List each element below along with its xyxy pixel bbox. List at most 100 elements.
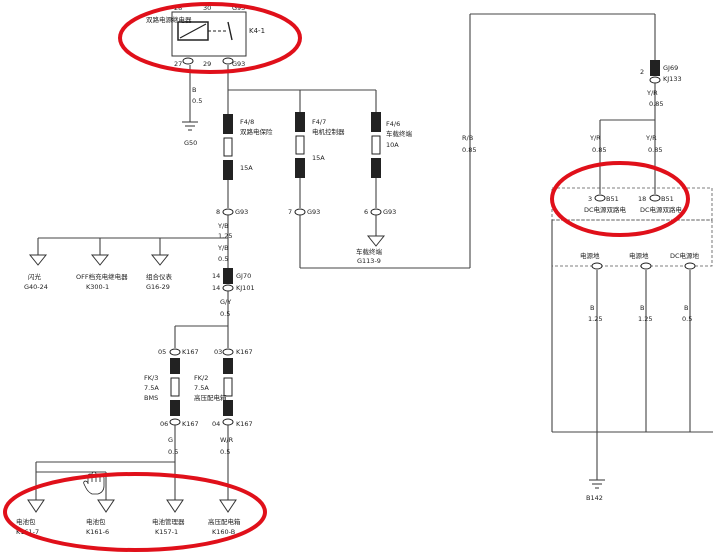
branch-0-id: G40-24 xyxy=(24,283,48,291)
k167-left-bot-pin: 06 xyxy=(160,420,168,428)
wire-yb2-size: 0.5 xyxy=(218,255,228,263)
fk2-id: FK/2 xyxy=(194,374,208,382)
gj69-pin: 2 xyxy=(640,68,644,76)
load-2-name: 电池管理器 xyxy=(152,517,185,526)
wire-gy-size: 0.5 xyxy=(220,310,230,318)
connector-gj70: 14 14 GJ70 KJ101 xyxy=(212,268,255,292)
gj70-conn-top: GJ70 xyxy=(236,272,251,280)
k167-left-top-pin: 05 xyxy=(158,348,166,356)
fuse-f4-6-pin: 6 xyxy=(364,208,368,216)
ground-power-2: 电源地 B 1.25 xyxy=(629,251,652,432)
dc-connector-right: 18 B51 DC电源双路电 xyxy=(638,194,683,214)
dc-right-name: DC电源双路电 xyxy=(640,205,683,214)
k167-right-top-conn: K167 xyxy=(236,348,253,356)
branch-0-name: 闪光 xyxy=(28,272,42,281)
wire-rb-size: 0.85 xyxy=(462,146,476,154)
gnd-1-color: B xyxy=(640,304,644,312)
wire-yr-right-color: Y/R xyxy=(645,134,657,142)
dc-right-pin: 18 xyxy=(638,195,646,203)
fuse-f4-6-id: F4/6 xyxy=(386,120,400,128)
connector-gj69: 2 GJ69 KJ133 xyxy=(640,60,682,84)
k167-right-top-pin: 03 xyxy=(214,348,222,356)
branch-1-id: K300-1 xyxy=(86,283,109,291)
ground-power-1: 电源地 B 1.25 xyxy=(580,251,603,480)
fuse-f4-8: F4/8 双路电保险 15A 8 G93 xyxy=(216,90,273,216)
load-0-name: 电池包 xyxy=(16,517,36,526)
branch-load-off-relay: OFF档充电继电器 K300-1 xyxy=(76,238,128,291)
fuse-f4-8-conn: G93 xyxy=(235,208,248,216)
gj69-conn-bot: KJ133 xyxy=(663,75,682,83)
wire-wr-size: 0.5 xyxy=(220,448,230,456)
ground-b142: B142 xyxy=(586,479,605,502)
wire-g-color: G xyxy=(168,436,173,444)
load-2-id: K157-1 xyxy=(155,528,178,536)
relay-id: K4-1 xyxy=(249,27,265,35)
relay-pin-30: 30 xyxy=(203,4,211,12)
wire-yb1-color: Y/B xyxy=(217,222,229,230)
terminal-ground-id: G113-9 xyxy=(357,257,381,265)
relay-pin-29: 29 xyxy=(203,60,211,68)
fuse-f4-6: F4/6 车载终端 10A 6 G93 xyxy=(364,90,413,216)
wire-yr-right-size: 0.85 xyxy=(648,146,662,154)
load-3-name: 高压配电箱 xyxy=(208,517,241,526)
gnd-2-size: 0.5 xyxy=(682,315,692,323)
wire-yr-left-color: Y/R xyxy=(589,134,601,142)
k167-right-bot-pin: 04 xyxy=(212,420,220,428)
fuse-f4-8-id: F4/8 xyxy=(240,118,254,126)
load-1-id: K161-6 xyxy=(86,528,109,536)
dc-right-conn: B51 xyxy=(661,195,674,203)
k167-right-bot-conn: K167 xyxy=(236,420,253,428)
fk2-name: 高压配电箱 xyxy=(194,393,227,402)
fuse-f4-7-conn: G93 xyxy=(307,208,320,216)
fk2-rating: 7.5A xyxy=(194,384,209,392)
k167-left-bot-conn: K167 xyxy=(182,420,199,428)
fuse-fk2: 03 K167 FK/2 7.5A 高压配电箱 04 K167 xyxy=(194,326,253,428)
branch-1-name: OFF档充电继电器 xyxy=(76,272,128,281)
relay-conn-top: G93 xyxy=(232,4,245,12)
dc-left-conn: B51 xyxy=(606,195,619,203)
gnd-0-size: 1.25 xyxy=(588,315,602,323)
relay-switch xyxy=(227,21,233,41)
dc-left-name: DC电源双路电 xyxy=(584,205,627,214)
fk3-name: BMS xyxy=(144,394,158,402)
relay-name: 双路电源继电器 xyxy=(146,15,192,24)
load-1-name: 电池包 xyxy=(86,517,106,526)
fuse-f4-8-name: 双路电保险 xyxy=(240,127,273,136)
fuse-fk3: 05 K167 FK/3 7.5A BMS 06 K167 xyxy=(144,326,199,428)
wire-g-size: 0.5 xyxy=(168,448,178,456)
dc-left-pin: 3 xyxy=(588,195,592,203)
fuse-f4-7-name: 电机控制器 xyxy=(312,127,345,136)
load-bms: 电池管理器 K157-1 xyxy=(152,499,185,536)
gnd-0-name: 电源地 xyxy=(580,251,600,260)
wire-yb2-color: Y/B xyxy=(217,244,229,252)
wire-yr-top-color: Y/R xyxy=(646,89,658,97)
fuse-f4-7-id: F4/7 xyxy=(312,118,326,126)
fuse-f4-8-rating: 15A xyxy=(240,164,253,172)
gj70-pin-top: 14 xyxy=(212,272,220,280)
branch-load-flash: 闪光 G40-24 xyxy=(24,238,48,291)
fk3-id: FK/3 xyxy=(144,374,158,382)
load-battery-2: 电池包 K161-6 xyxy=(86,499,115,536)
load-3-id: K160-B xyxy=(212,528,235,536)
wire-gy-color: G/Y xyxy=(220,298,231,306)
relay-conn-bot: G93 xyxy=(232,60,245,68)
k167-left-top-conn: K167 xyxy=(182,348,199,356)
ground-left-wire-size: 0.5 xyxy=(192,97,202,105)
ground-left-label: G50 xyxy=(184,139,197,147)
gnd-0-color: B xyxy=(590,304,594,312)
terminal-ground-name: 车载终端 xyxy=(356,247,383,256)
gj69-conn-top: GJ69 xyxy=(663,64,678,72)
ground-left-wire-color: B xyxy=(192,86,196,94)
fuse-f4-6-rating: 10A xyxy=(386,141,399,149)
highlight-relay xyxy=(118,2,302,74)
wire-yr-left-size: 0.85 xyxy=(592,146,606,154)
fuse-f4-6-conn: G93 xyxy=(383,208,396,216)
fuse-f4-7-pin: 7 xyxy=(288,208,292,216)
wire-yb1-size: 1.25 xyxy=(218,232,232,240)
fuse-f4-8-pin: 8 xyxy=(216,208,220,216)
branch-load-cluster: 组合仪表 G16-29 xyxy=(146,238,173,291)
highlight-loads xyxy=(3,472,267,552)
ground-dc: DC电源地 B 0.5 xyxy=(670,251,700,432)
